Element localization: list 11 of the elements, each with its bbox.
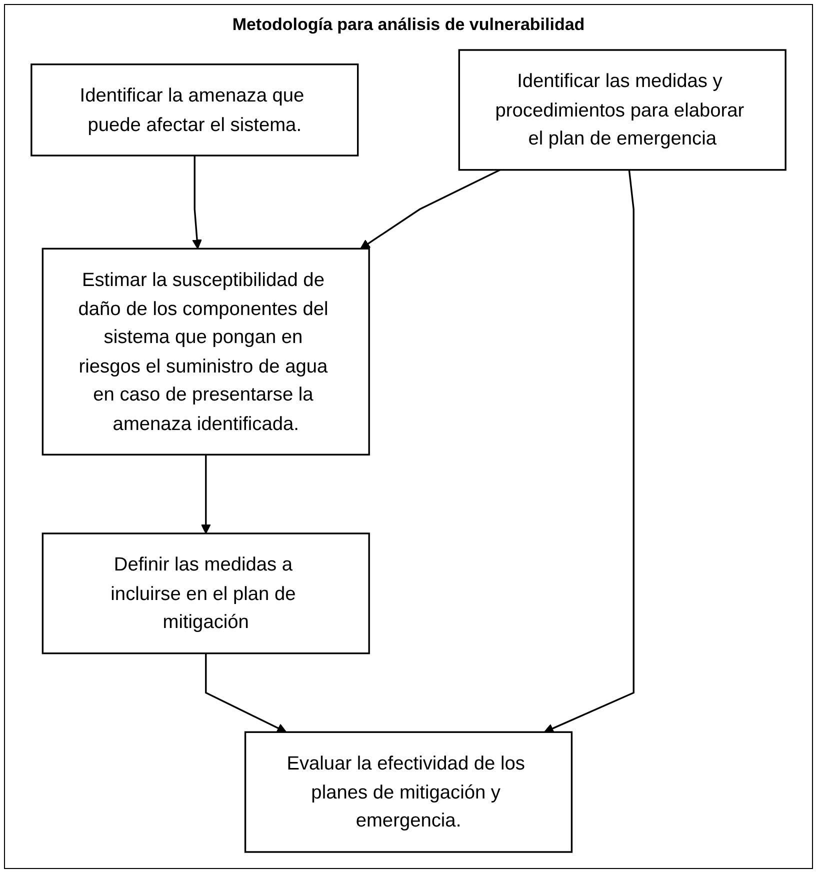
arrow [205,653,287,733]
node-box: Identificar las medidas y procedimientos para elaborar el plan de emergencia [458,49,786,171]
arrow [200,454,211,534]
diagram-title: Metodología para análisis de vulnerabilidad [232,15,585,35]
node-box: Identificar la amenaza que puede afectar el sistema. [30,64,359,156]
node-box: Evaluar la efectividad de los planes de mitigación y emergencia. [244,731,573,853]
arrow [360,169,500,250]
node-box: Definir las medidas a incluirse en el plan de mitigación [42,532,370,654]
arrow [192,156,202,250]
node-box: Estimar la susceptibilidad de daño de los componentes del sistema que pongan en riesgos el suministro de agua en caso de presentarse la amenaza identificada. [42,248,370,456]
arrow [544,170,634,734]
